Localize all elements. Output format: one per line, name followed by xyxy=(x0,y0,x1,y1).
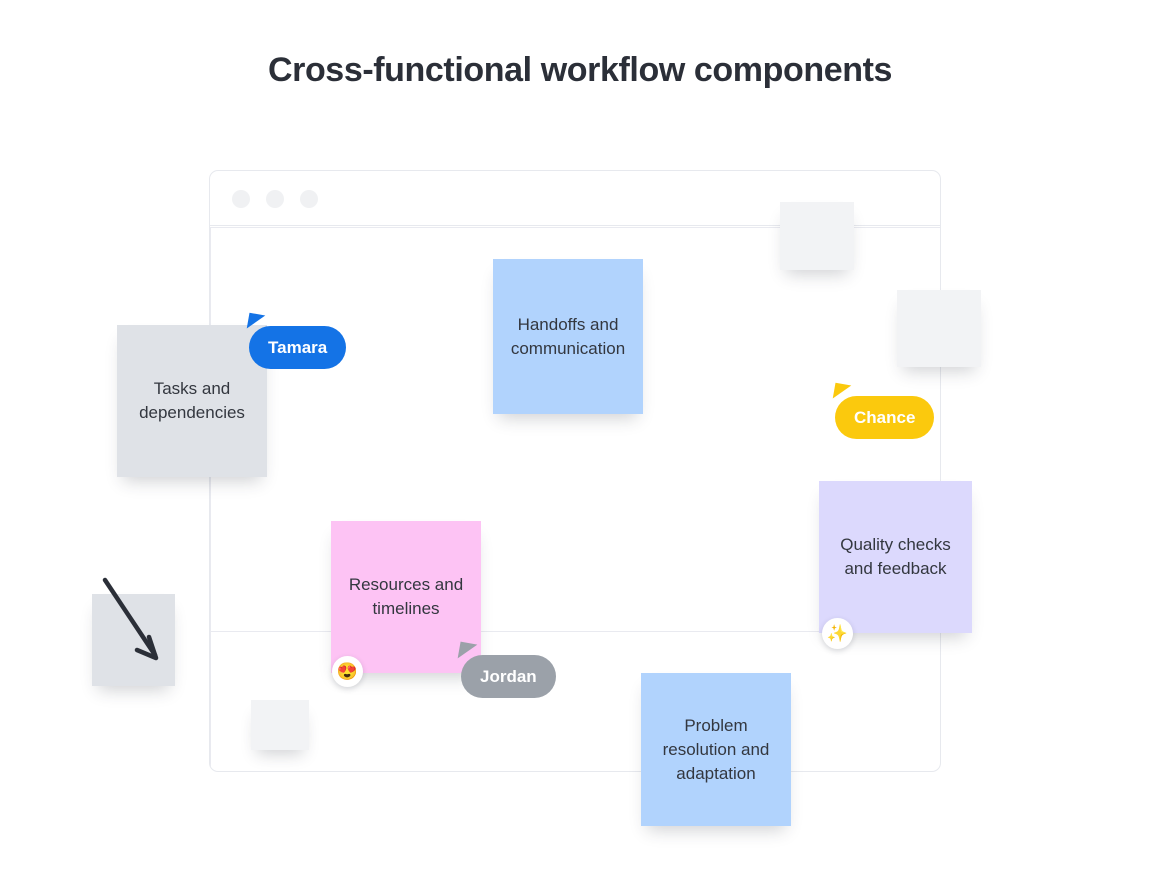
whiteboard-canvas[interactable] xyxy=(210,227,940,771)
minimize-dot-icon[interactable] xyxy=(266,190,284,208)
sticky-note-text: Tasks and dependencies xyxy=(139,379,245,422)
page-title: Cross-functional workflow components xyxy=(267,51,893,89)
sticky-note-handoffs[interactable]: Handoffs and communication xyxy=(493,259,643,414)
sticky-note-blank-2[interactable] xyxy=(897,290,981,367)
sticky-note-quality[interactable]: Quality checks and feedback xyxy=(819,481,972,633)
gridline-horizontal xyxy=(210,631,940,632)
cursor-label-tamara[interactable]: Tamara xyxy=(249,326,347,369)
cursor-label-jordan[interactable]: Jordan xyxy=(461,655,556,698)
sticky-note-text: Problem resolution and adaptation xyxy=(662,715,770,783)
arrow-down-right-icon xyxy=(102,577,159,661)
sticky-note-text: Resources and timelines xyxy=(348,575,464,618)
sticky-note-text: Handoffs and communication xyxy=(510,314,626,358)
gridline-horizontal xyxy=(210,227,940,228)
sticky-note-text: Quality checks and feedback xyxy=(840,535,951,578)
cursor-label-chance[interactable]: Chance xyxy=(835,396,935,439)
sticky-note-arrow-backdrop[interactable] xyxy=(92,594,175,686)
sticky-note-tasks[interactable]: Tasks and dependencies xyxy=(117,325,267,477)
close-dot-icon[interactable] xyxy=(232,190,250,208)
window-titlebar xyxy=(210,171,940,226)
sticky-note-blank-3[interactable] xyxy=(251,700,309,750)
sticky-note-resources[interactable]: Resources and timelines xyxy=(331,521,481,673)
window-controls xyxy=(232,190,318,208)
sparkles-emoji[interactable]: ✨ xyxy=(822,618,853,649)
sticky-note-blank-1[interactable] xyxy=(780,202,854,270)
maximize-dot-icon[interactable] xyxy=(300,190,318,208)
gridline-vertical xyxy=(210,227,211,771)
sticky-note-problem[interactable]: Problem resolution and adaptation xyxy=(641,673,791,826)
heart-eyes-emoji[interactable]: 😍 xyxy=(332,656,363,687)
